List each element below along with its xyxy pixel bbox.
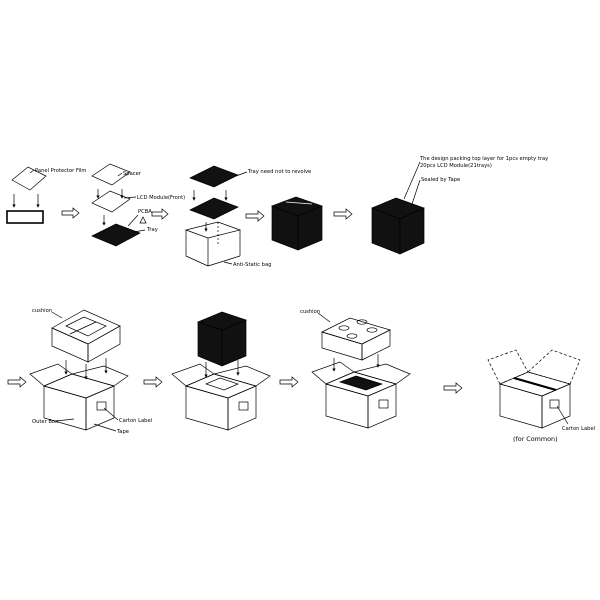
stack-7-right xyxy=(221,319,247,367)
leader-lcd xyxy=(123,196,137,199)
label-carton-label-2: Carton Label xyxy=(562,426,595,432)
process-arrow-8 xyxy=(279,376,299,388)
leader-carton-label-1 xyxy=(103,407,119,421)
step-9-sealed-box xyxy=(487,349,581,429)
cushion-2 xyxy=(321,317,391,361)
box-4-right xyxy=(541,383,571,429)
spacer-sheet xyxy=(91,163,131,186)
tray-2 xyxy=(91,223,141,247)
process-arrow-6 xyxy=(7,376,27,388)
box-4-left xyxy=(499,383,543,429)
panel-frame xyxy=(6,210,44,224)
box-4-flap-right xyxy=(527,349,581,385)
label-lcd-module-front: LCD Module(Front) xyxy=(137,195,185,201)
process-arrow-1 xyxy=(61,207,80,219)
label-for-common: (for Common) xyxy=(513,435,558,443)
stack-4-tape xyxy=(285,201,313,205)
label-spacer: Spacer xyxy=(123,171,142,177)
step-2-module-tray xyxy=(91,163,147,247)
leader-tray-revolve xyxy=(235,171,248,177)
label-pcs-per-tray: 20pcs LCD Module(21trays) xyxy=(420,163,492,169)
process-arrow-9 xyxy=(443,382,463,394)
label-design-top-layer: The design packing top layer for 1pcs em… xyxy=(419,156,548,162)
step-1-film-panel xyxy=(6,166,47,224)
tray-3-top xyxy=(189,165,239,188)
label-anti-static-bag: Anti-Static bag xyxy=(233,262,271,268)
lcd-module-sheet xyxy=(91,190,131,213)
leader-tray xyxy=(133,229,146,233)
step-5-sealed-stack xyxy=(371,161,425,255)
step-8-top-cushion xyxy=(311,312,411,429)
label-pcba: PCBA xyxy=(138,209,152,215)
leader-pcba xyxy=(127,214,139,227)
label-cushion-2: cushion xyxy=(300,309,320,315)
process-arrow-2 xyxy=(151,208,169,220)
leader-outer-box xyxy=(55,418,75,422)
step-4-bagged-stack xyxy=(271,196,323,251)
box-3-filled-stack xyxy=(338,375,384,391)
warning-triangle-icon xyxy=(139,216,147,224)
process-arrow-7 xyxy=(143,376,163,388)
leader-spacer xyxy=(117,172,123,177)
leader-top-layer xyxy=(403,161,421,200)
label-carton-label-1: Carton Label xyxy=(119,418,152,424)
outer-box-3 xyxy=(311,361,411,429)
box-4-flap-left xyxy=(487,349,529,385)
label-sealed-by-tape: Sealed by Tape xyxy=(421,177,460,183)
stack-7-left xyxy=(197,321,223,367)
leader-sealed xyxy=(411,179,421,205)
leader-anti-static xyxy=(223,261,233,265)
carton-label-2-box xyxy=(238,401,249,411)
leader-carton-label-4 xyxy=(556,405,569,425)
leader-cushion-1 xyxy=(51,311,63,319)
leader-cushion-2 xyxy=(317,312,331,323)
outer-box-2 xyxy=(171,363,271,431)
step-6-cushion-outer-box xyxy=(29,309,129,432)
tray-3-bottom xyxy=(189,197,239,220)
label-outer-box: Outer Box xyxy=(32,419,58,425)
box-2-inner-cushion xyxy=(205,377,239,391)
leader-film xyxy=(29,169,35,174)
stack-5-right xyxy=(399,207,425,255)
label-panel-protector-film: Panel Protector Film xyxy=(35,168,86,174)
outer-box-1 xyxy=(29,363,129,431)
label-tape: Tape xyxy=(116,429,129,435)
leader-tape xyxy=(93,423,117,432)
anti-static-bag xyxy=(184,221,242,267)
process-arrow-4 xyxy=(333,208,353,220)
carton-label-4-box xyxy=(549,399,560,409)
carton-label-3-box xyxy=(378,399,389,409)
carton-label-1-box xyxy=(96,401,107,411)
step-3-anti-static-bag xyxy=(184,165,248,267)
panel-protector-film-sheet xyxy=(11,166,47,191)
cushion-1 xyxy=(51,309,121,363)
label-tray-need-not-revolve: Tray need not to revolve xyxy=(247,169,311,175)
box-4-tape xyxy=(513,376,557,392)
step-7-stack-into-box xyxy=(171,311,271,431)
process-arrow-3 xyxy=(245,210,265,222)
label-cushion-1: cushion xyxy=(32,308,52,314)
stack-4-right xyxy=(297,205,323,251)
label-tray: Tray xyxy=(146,227,158,233)
